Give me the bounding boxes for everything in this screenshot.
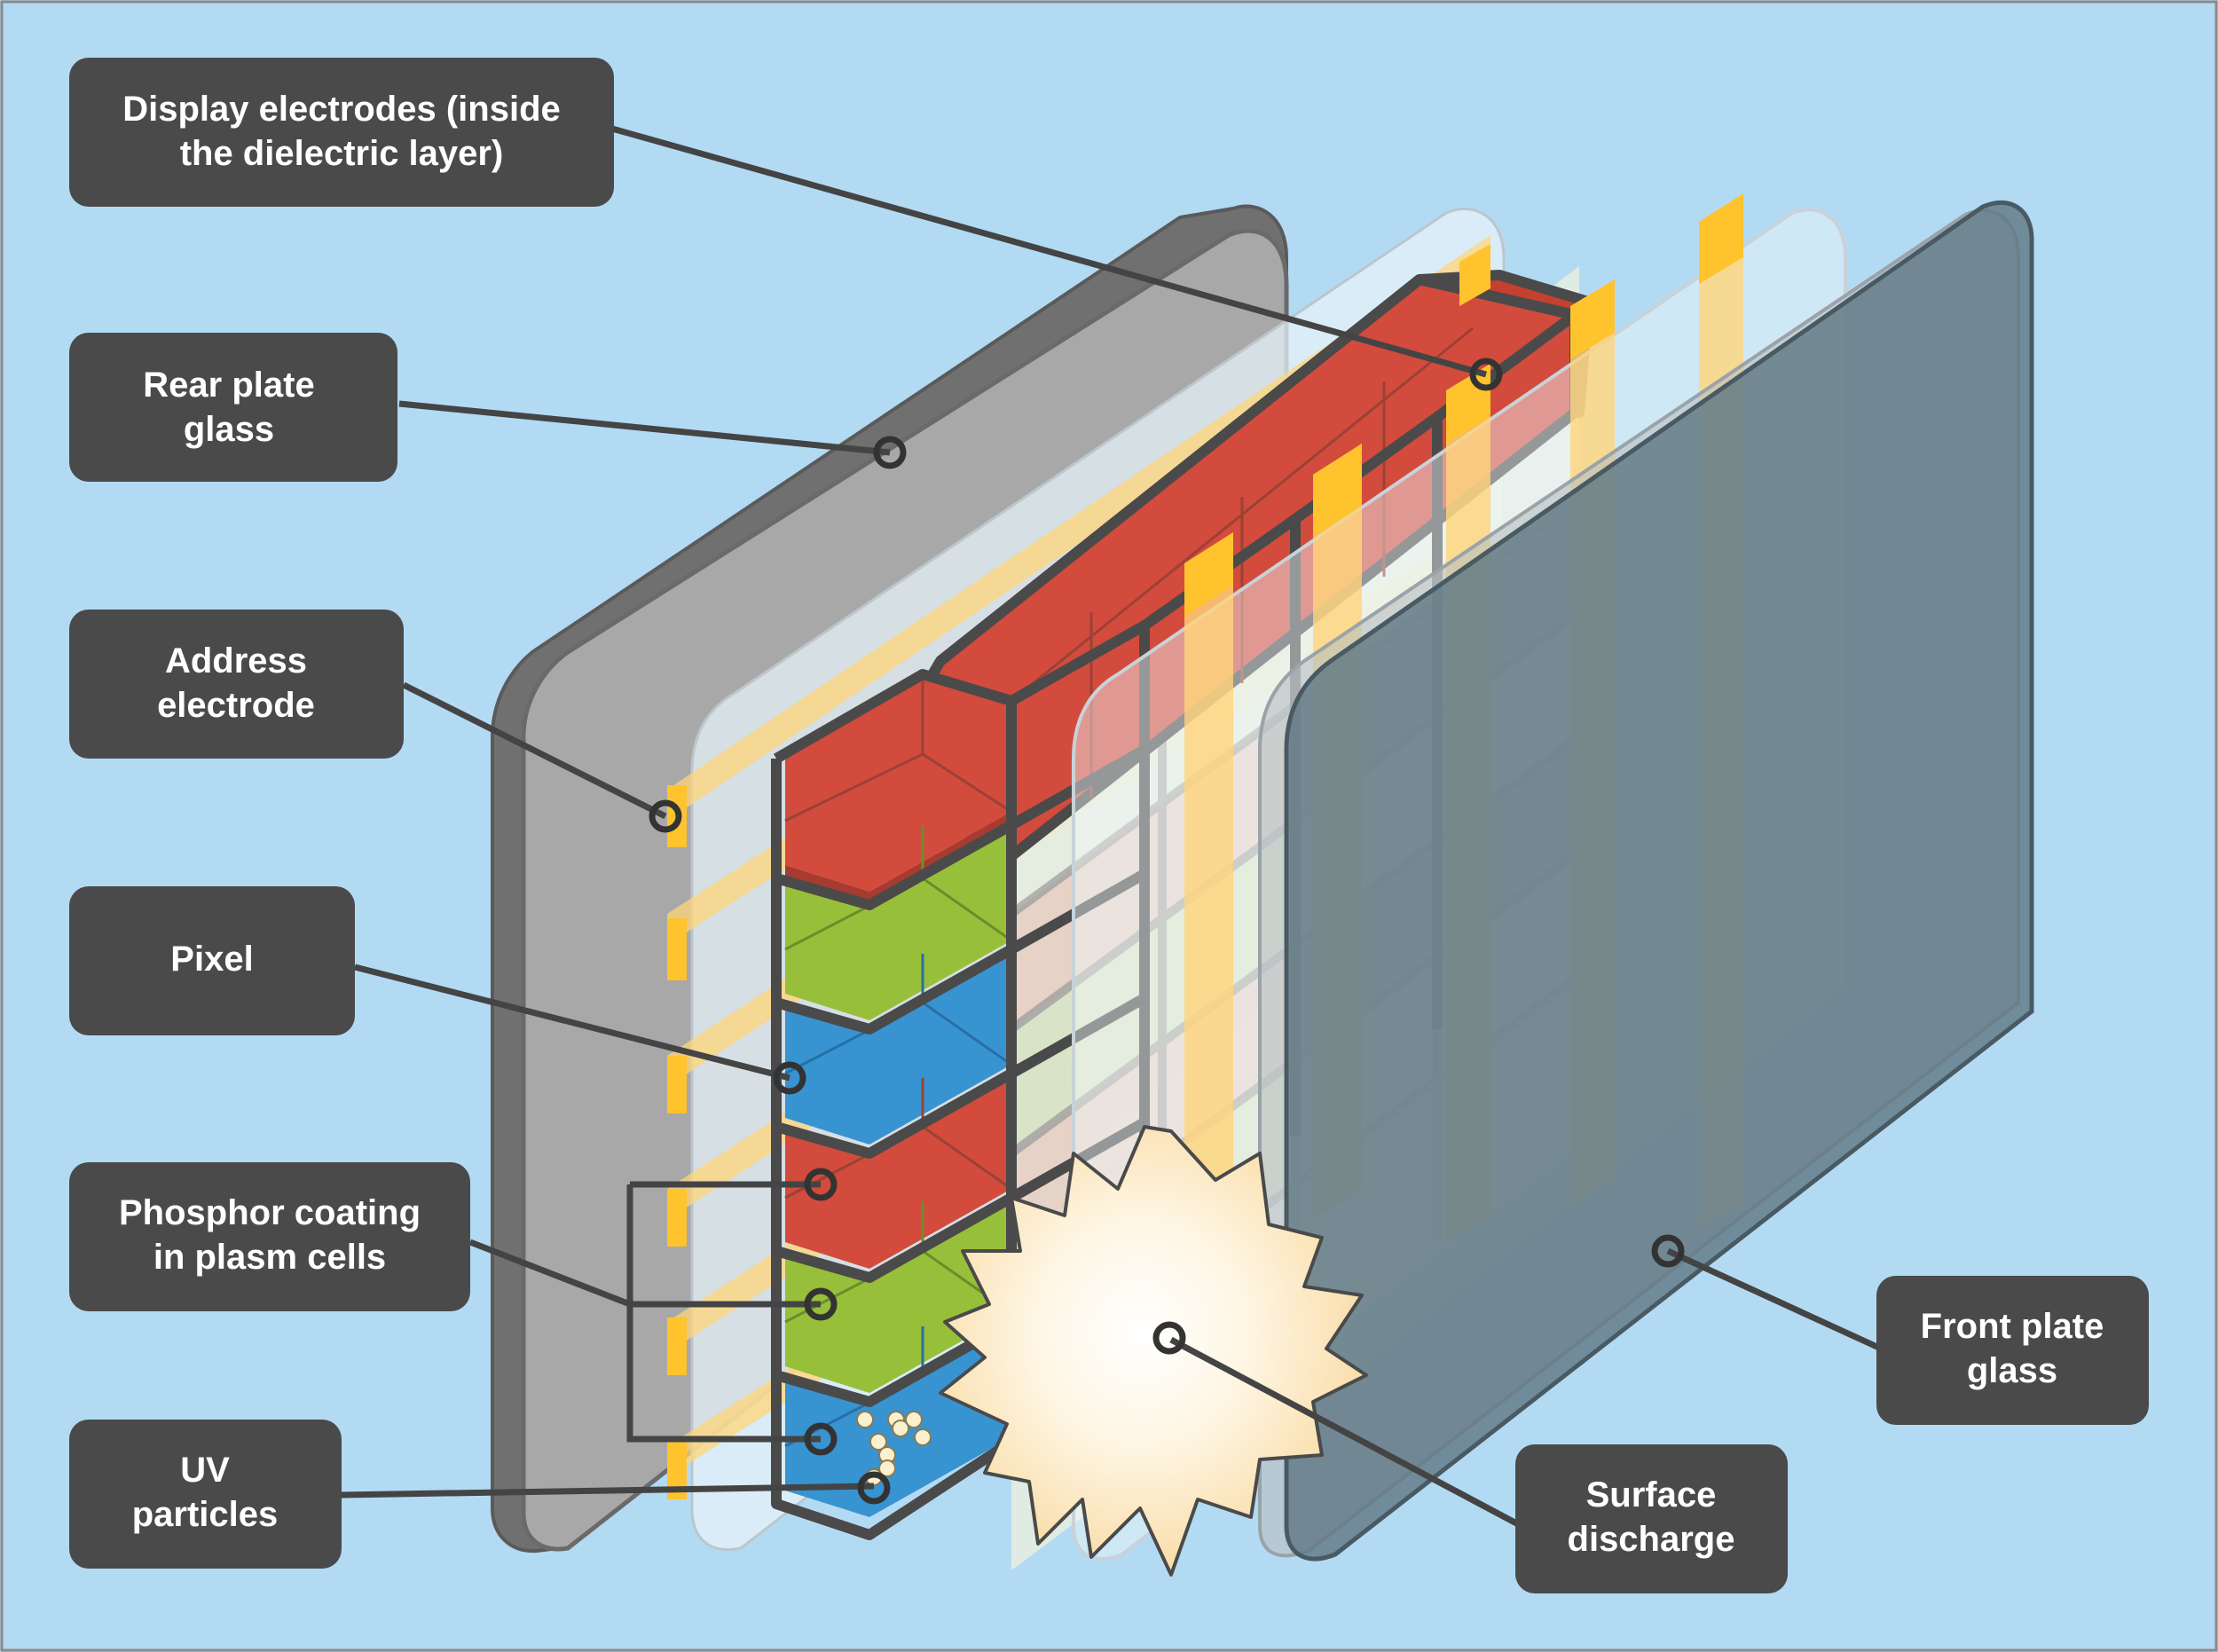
- display-electrode-marker: [1469, 358, 1503, 391]
- front-pixel-column: [771, 274, 1578, 1540]
- uv-particle-marker: [857, 1471, 891, 1505]
- pixel-marker: [773, 1061, 806, 1095]
- rear-plate-marker: [873, 436, 907, 469]
- phosphor-marker-red: [804, 1168, 838, 1201]
- leader-endpoints: [649, 358, 1685, 1505]
- front-plate-glass: [1258, 200, 2034, 1562]
- surface-discharge-marker: [1152, 1321, 1186, 1355]
- surface-discharge-burst: [939, 1125, 1368, 1577]
- address-electrode-marker: [649, 799, 682, 833]
- address-electrode-ends: [667, 785, 687, 1499]
- phosphor-marker-blue: [804, 1422, 838, 1456]
- label-pixel: Pixel: [69, 886, 355, 1035]
- label-text: Pixel: [170, 940, 253, 979]
- leader-lines: [341, 125, 1883, 1530]
- display-electrode-tops: [1184, 193, 1743, 617]
- phosphor-marker-green: [804, 1287, 838, 1321]
- front-plate-marker: [1651, 1234, 1685, 1268]
